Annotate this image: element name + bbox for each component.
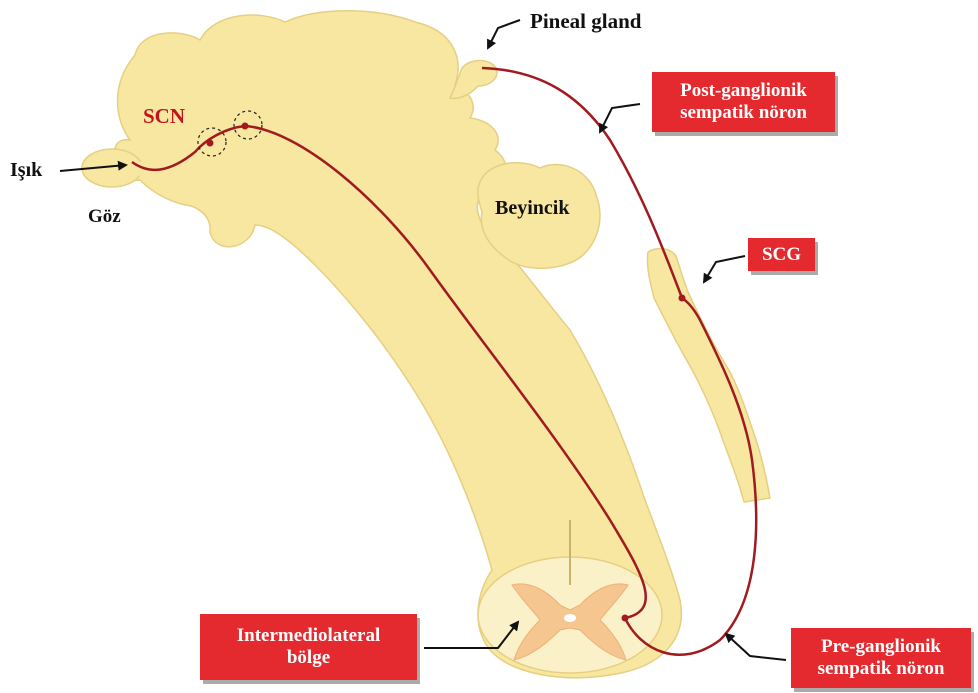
- scg-pointer-arrow: [704, 256, 745, 282]
- scg-label-box: SCG: [748, 238, 815, 271]
- eye-label: Göz: [88, 207, 121, 226]
- pre-ganglionic-line2: sempatik nöron: [818, 658, 945, 680]
- central-canal: [564, 614, 576, 622]
- pre-ganglionic-line1: Pre-ganglionik: [821, 636, 941, 658]
- pre-ganglionic-label-box: Pre-ganglionik sempatik nöron: [791, 628, 971, 688]
- synapse-dot-4: [679, 295, 686, 302]
- pineal-gland-label: Pineal gland: [530, 11, 641, 32]
- scg-label: SCG: [762, 244, 801, 266]
- intermediolateral-line1: Intermediolateral: [237, 625, 381, 647]
- scn-label: SCN: [143, 106, 185, 127]
- post-ganglionic-line2: sempatik nöron: [680, 102, 807, 124]
- pineal-pointer-arrow: [488, 20, 520, 48]
- post-ganglionic-label-box: Post-ganglionik sempatik nöron: [652, 72, 835, 132]
- post-ganglionic-pointer-arrow: [600, 104, 640, 132]
- light-label: Işık: [10, 160, 42, 180]
- intermediolateral-line2: bölge: [287, 647, 330, 669]
- post-ganglionic-line1: Post-ganglionik: [680, 80, 807, 102]
- synapse-dot-3: [622, 615, 629, 622]
- intermediolateral-label-box: Intermediolateral bölge: [200, 614, 417, 680]
- synapse-dot-2: [207, 140, 214, 147]
- synapse-dot-1: [242, 123, 249, 130]
- pre-ganglionic-pointer-arrow: [726, 634, 786, 660]
- cerebellum-label: Beyincik: [495, 198, 569, 218]
